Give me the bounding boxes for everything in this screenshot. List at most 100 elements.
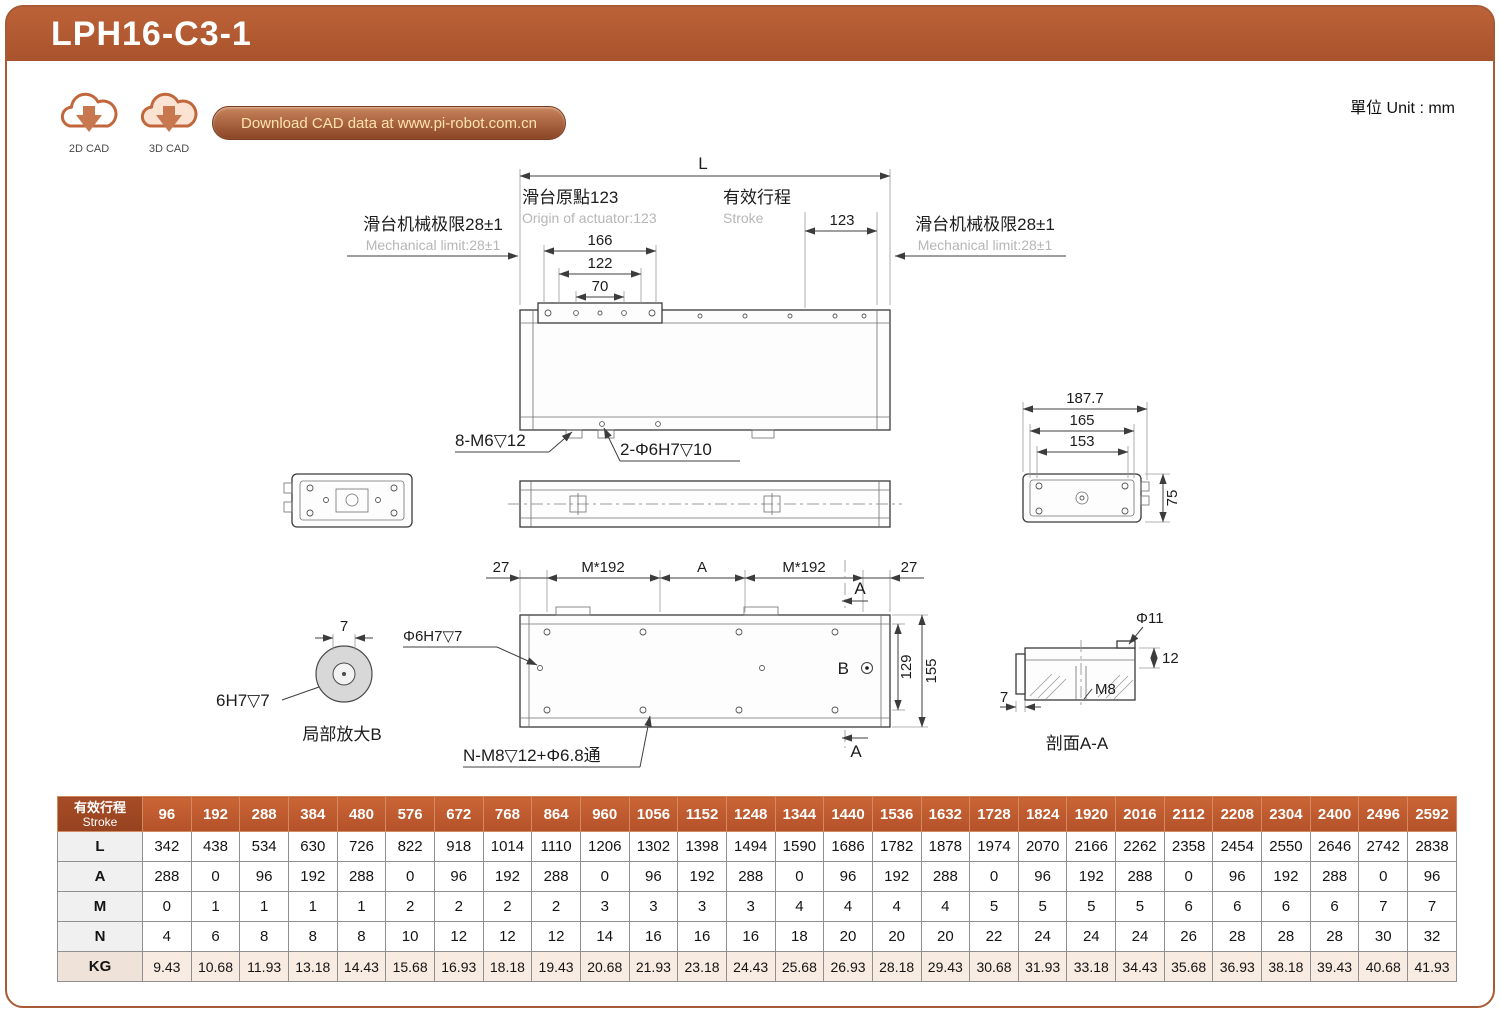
download-cad-button[interactable]: Download CAD data at www.pi-robot.com.cn bbox=[212, 106, 566, 140]
dim-75: 75 bbox=[1164, 490, 1181, 507]
value-cell: 5 bbox=[1066, 891, 1117, 922]
value-cell: 12 bbox=[482, 921, 533, 952]
value-cell: 33.18 bbox=[1066, 951, 1117, 982]
row-label-n: N bbox=[57, 921, 143, 952]
value-cell: 96 bbox=[1212, 861, 1263, 892]
stroke-col-header: 576 bbox=[385, 796, 435, 832]
dim-122: 122 bbox=[587, 255, 612, 272]
value-cell: 288 bbox=[142, 861, 192, 892]
stroke-col-header: 96 bbox=[142, 796, 192, 832]
value-cell: 24 bbox=[1017, 921, 1068, 952]
value-cell: 438 bbox=[190, 831, 241, 862]
bottom-view-dimensions: 27 M*192 A M*192 27 A A 129 155 Φ6H7▽7 B… bbox=[403, 559, 940, 768]
value-cell: 630 bbox=[287, 831, 338, 862]
value-cell: 4 bbox=[774, 891, 825, 922]
value-cell: 0 bbox=[190, 861, 241, 892]
value-cell: 28 bbox=[1261, 921, 1311, 952]
value-cell: 14.43 bbox=[336, 951, 387, 982]
page-title: LPH16-C3-1 bbox=[51, 14, 252, 53]
callout-8m6: 8-M6▽12 bbox=[455, 431, 526, 450]
value-cell: 342 bbox=[142, 831, 192, 862]
value-cell: 1014 bbox=[482, 831, 533, 862]
value-cell: 22 bbox=[969, 921, 1019, 952]
value-cell: 16 bbox=[677, 921, 727, 952]
dim-165: 165 bbox=[1069, 412, 1094, 429]
value-cell: 288 bbox=[725, 861, 776, 892]
value-cell: 1110 bbox=[531, 831, 581, 862]
value-cell: 2 bbox=[482, 891, 533, 922]
row-label-l: L bbox=[57, 831, 143, 862]
dim-12: 12 bbox=[1162, 650, 1179, 667]
cloud-download-3d-icon bbox=[140, 92, 198, 132]
value-cell: 16 bbox=[725, 921, 776, 952]
value-cell: 20 bbox=[920, 921, 971, 952]
dim-m192-right: M*192 bbox=[782, 559, 825, 576]
mech-limit-left-cn: 滑台机械极限28±1 bbox=[363, 215, 503, 234]
right-end-view: 187.7 165 153 75 bbox=[1022, 390, 1181, 523]
value-cell: 288 bbox=[920, 861, 971, 892]
callout-6h7: 6H7▽7 bbox=[216, 691, 270, 710]
row-label-kg: KG bbox=[57, 951, 143, 982]
stroke-col-header: 2016 bbox=[1115, 796, 1165, 832]
value-cell: 0 bbox=[579, 861, 630, 892]
value-cell: 96 bbox=[1017, 861, 1068, 892]
value-cell: 26.93 bbox=[823, 951, 873, 982]
value-cell: 2 bbox=[531, 891, 581, 922]
stroke-col-header: 864 bbox=[531, 796, 581, 832]
cad-3d-label: 3D CAD bbox=[148, 143, 190, 155]
value-cell: 96 bbox=[1407, 861, 1457, 892]
value-cell: 26 bbox=[1163, 921, 1214, 952]
section-aa-view: Φ11 12 M8 7 剖面A-A bbox=[1000, 610, 1179, 753]
value-cell: 24.43 bbox=[725, 951, 776, 982]
value-cell: 4 bbox=[871, 891, 922, 922]
value-cell: 288 bbox=[531, 861, 581, 892]
value-cell: 1878 bbox=[920, 831, 971, 862]
value-cell: 2 bbox=[385, 891, 435, 922]
value-cell: 35.68 bbox=[1163, 951, 1214, 982]
stroke-col-header: 1440 bbox=[823, 796, 873, 832]
stroke-col-header: 2400 bbox=[1309, 796, 1360, 832]
value-cell: 2742 bbox=[1358, 831, 1409, 862]
value-cell: 38.18 bbox=[1261, 951, 1311, 982]
value-cell: 96 bbox=[433, 861, 484, 892]
stroke-col-header: 960 bbox=[579, 796, 630, 832]
dim-153: 153 bbox=[1069, 433, 1094, 450]
stroke-col-header: 288 bbox=[239, 796, 289, 832]
dim-m192-left: M*192 bbox=[581, 559, 624, 576]
section-a-bottom-label: A bbox=[850, 742, 862, 761]
dim-L: L bbox=[698, 154, 707, 173]
value-cell: 288 bbox=[1309, 861, 1360, 892]
mech-limit-right-cn: 滑台机械极限28±1 bbox=[915, 215, 1055, 234]
value-cell: 2454 bbox=[1212, 831, 1263, 862]
stroke-col-header: 1152 bbox=[677, 796, 727, 832]
cad-2d-download[interactable]: 2D CAD bbox=[52, 86, 126, 155]
value-cell: 1 bbox=[336, 891, 387, 922]
stroke-col-header: 2592 bbox=[1407, 796, 1457, 832]
value-cell: 0 bbox=[1163, 861, 1214, 892]
value-cell: 39.43 bbox=[1309, 951, 1360, 982]
stroke-col-header: 672 bbox=[433, 796, 484, 832]
cad-3d-download[interactable]: 3D CAD bbox=[132, 86, 206, 155]
value-cell: 3 bbox=[677, 891, 727, 922]
value-cell: 2550 bbox=[1261, 831, 1311, 862]
section-aa-title: 剖面A-A bbox=[1046, 734, 1109, 753]
detail-dim-7: 7 bbox=[340, 618, 348, 635]
value-cell: 20.68 bbox=[579, 951, 630, 982]
stroke-label-cn: 有效行程 bbox=[723, 188, 791, 207]
value-cell: 34.43 bbox=[1115, 951, 1165, 982]
value-cell: 1782 bbox=[871, 831, 922, 862]
value-cell: 7 bbox=[1407, 891, 1457, 922]
value-cell: 2262 bbox=[1115, 831, 1165, 862]
dim-70: 70 bbox=[592, 278, 609, 295]
value-cell: 0 bbox=[1358, 861, 1409, 892]
stroke-col-header: 768 bbox=[482, 796, 533, 832]
detail-b-title: 局部放大B bbox=[302, 725, 381, 744]
label-m8: M8 bbox=[1095, 681, 1116, 698]
stroke-col-header: 1728 bbox=[969, 796, 1019, 832]
value-cell: 18 bbox=[774, 921, 825, 952]
side-view bbox=[508, 480, 902, 528]
value-cell: 2 bbox=[433, 891, 484, 922]
value-cell: 1398 bbox=[677, 831, 727, 862]
